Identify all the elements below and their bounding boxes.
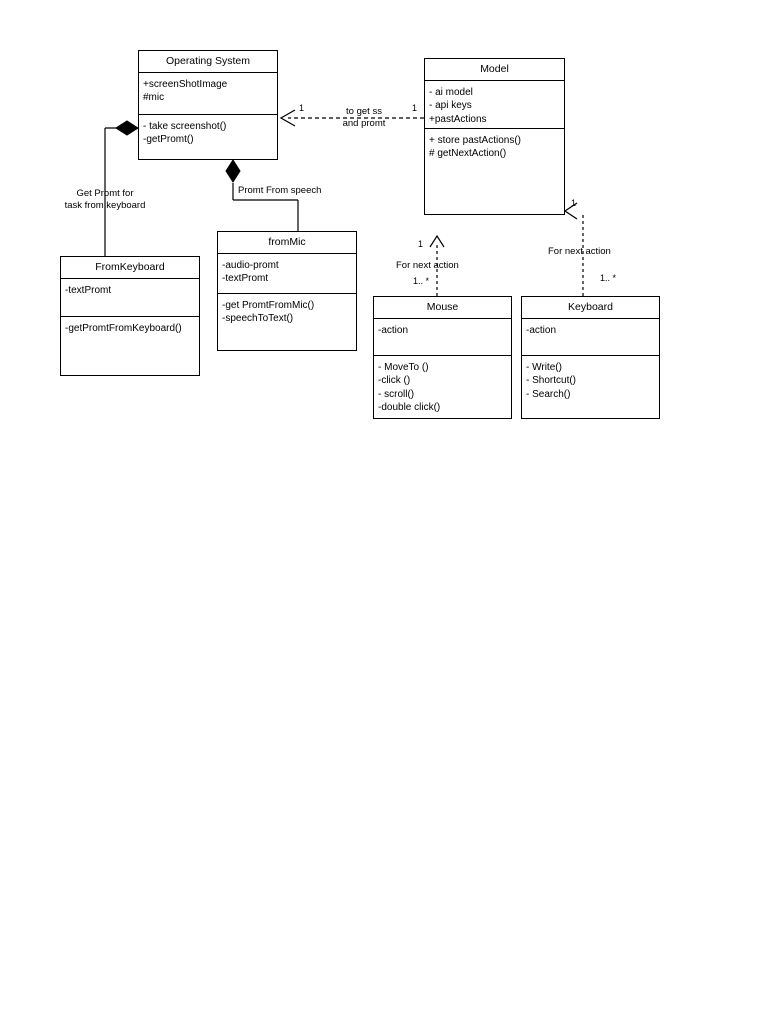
class-operations-keyboard: - Write() - Shortcut() - Search(): [522, 356, 659, 407]
class-box-operating-system[interactable]: Operating System +screenShotImage #mic -…: [138, 50, 278, 160]
operation-item: - scroll(): [378, 388, 415, 400]
edge-label-line2: and promt: [342, 117, 386, 129]
class-name-model: Model: [425, 59, 564, 81]
class-attributes-keyboard: -action: [522, 319, 659, 356]
class-operations-model: + store pastActions() # getNextAction(): [425, 129, 564, 166]
operation-item: - Shortcut(): [526, 375, 577, 387]
edge-label-line1: Get Promt for: [76, 188, 134, 199]
multiplicity-model-mouse-target: 1.. *: [413, 276, 430, 286]
class-operations-mouse: - MoveTo () -click () - scroll() -double…: [374, 356, 511, 420]
attribute-item: - ai model: [429, 86, 473, 98]
class-operations-operating-system: - take screenshot() -getPromt(): [139, 115, 277, 152]
class-name-operating-system: Operating System: [139, 51, 277, 73]
edge-label-os-model-dependency: to get ss and promt: [327, 106, 401, 130]
edge-label-model-keyboard-dependency: For next action: [548, 246, 611, 258]
composition-diamond-fromkeyboard: [115, 120, 139, 136]
attribute-item: -textPromt: [65, 284, 112, 296]
operation-item: -get PromtFromMic(): [222, 299, 315, 311]
edge-label-line1: For next action: [396, 260, 459, 271]
class-attributes-model: - ai model - api keys +pastActions: [425, 81, 564, 129]
operation-item: - Write(): [526, 361, 562, 373]
attribute-item: #mic: [143, 92, 165, 104]
class-box-fromkeyboard[interactable]: FromKeyboard -textPromt -getPromtFromKey…: [60, 256, 200, 376]
class-box-model[interactable]: Model - ai model - api keys +pastActions…: [424, 58, 565, 215]
attribute-item: -action: [378, 324, 409, 336]
class-attributes-frommic: -audio-promt -textPromt: [218, 254, 356, 294]
attribute-item: -action: [526, 324, 557, 336]
multiplicity-model-mouse-source: 1: [418, 239, 424, 249]
operation-item: -click (): [378, 375, 411, 387]
operation-item: - Search(): [526, 388, 571, 400]
operation-item: + store pastActions(): [429, 134, 521, 146]
composition-diamond-frommic: [225, 159, 241, 183]
class-attributes-fromkeyboard: -textPromt: [61, 279, 199, 317]
edge-label-line2: task from keyboard: [64, 199, 146, 211]
operation-item: -double click(): [378, 402, 441, 414]
class-operations-fromkeyboard: -getPromtFromKeyboard(): [61, 317, 199, 341]
multiplicity-model-keyboard-source: 1: [571, 198, 577, 208]
operation-item: -getPromtFromKeyboard(): [65, 322, 182, 334]
edge-label-model-mouse-dependency: For next action: [396, 260, 459, 272]
attribute-item: +screenShotImage: [143, 78, 228, 90]
class-box-frommic[interactable]: fromMic -audio-promt -textPromt -get Pro…: [217, 231, 357, 351]
class-name-keyboard: Keyboard: [522, 297, 659, 319]
multiplicity-os-model-target: 1: [412, 103, 418, 113]
operation-item: - MoveTo (): [378, 361, 429, 373]
operation-item: - take screenshot(): [143, 120, 227, 132]
attribute-item: -audio-promt: [222, 259, 279, 271]
class-attributes-operating-system: +screenShotImage #mic: [139, 73, 277, 115]
class-box-mouse[interactable]: Mouse -action - MoveTo () -click () - sc…: [373, 296, 512, 419]
operation-item: -getPromt(): [143, 134, 194, 146]
class-box-keyboard[interactable]: Keyboard -action - Write() - Shortcut() …: [521, 296, 660, 419]
class-name-mouse: Mouse: [374, 297, 511, 319]
class-operations-frommic: -get PromtFromMic() -speechToText(): [218, 294, 356, 331]
attribute-item: -textPromt: [222, 273, 269, 285]
operation-item: # getNextAction(): [429, 148, 507, 160]
multiplicity-os-model-source: 1: [299, 103, 305, 113]
edge-label-os-fromkeyboard-composition: Get Promt for task from keyboard: [41, 188, 169, 212]
class-name-frommic: fromMic: [218, 232, 356, 254]
attribute-item: +pastActions: [429, 113, 487, 125]
class-name-fromkeyboard: FromKeyboard: [61, 257, 199, 279]
edge-label-line1: Promt From speech: [238, 185, 322, 196]
edge-label-line1: to get ss: [346, 106, 382, 117]
operation-item: -speechToText(): [222, 313, 294, 325]
class-attributes-mouse: -action: [374, 319, 511, 356]
multiplicity-model-keyboard-target: 1.. *: [600, 273, 617, 283]
attribute-item: - api keys: [429, 100, 472, 112]
edge-label-line1: For next action: [548, 246, 611, 257]
edge-label-os-frommic-composition: Promt From speech: [238, 185, 321, 197]
